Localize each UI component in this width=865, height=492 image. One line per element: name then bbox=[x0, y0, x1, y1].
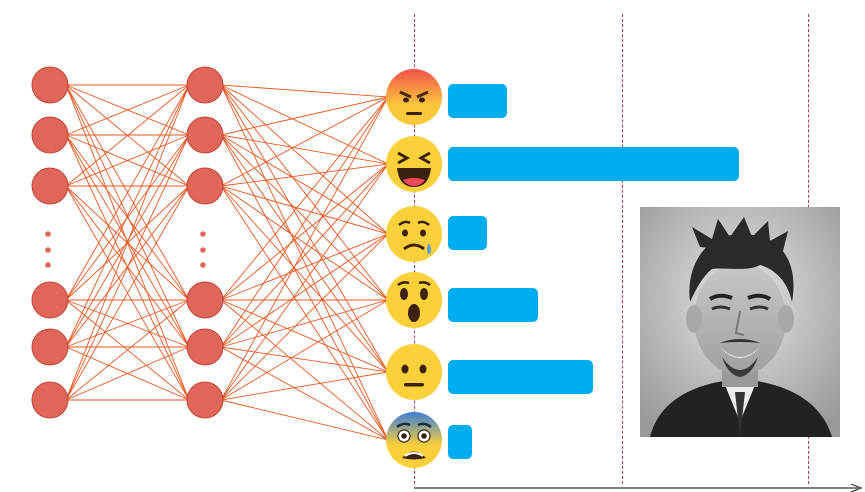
x-axis bbox=[414, 484, 863, 492]
network-edge bbox=[220, 185, 389, 301]
network-edge bbox=[220, 299, 389, 441]
network-node bbox=[186, 116, 224, 154]
network-edge bbox=[220, 233, 389, 348]
bar-laughing bbox=[448, 147, 739, 181]
neutral-face-icon bbox=[386, 344, 442, 400]
fearful-face-icon bbox=[386, 412, 442, 468]
network-edge bbox=[220, 233, 389, 301]
divider-line-2 bbox=[622, 14, 623, 484]
network-edge bbox=[220, 96, 389, 401]
network-edge bbox=[220, 84, 389, 235]
network-edge bbox=[220, 185, 389, 441]
crying-face-icon bbox=[386, 206, 442, 262]
ellipsis-dot bbox=[45, 231, 51, 237]
network-node bbox=[31, 116, 69, 154]
network-edge bbox=[220, 134, 389, 235]
network-edge bbox=[220, 163, 389, 401]
network-edge bbox=[220, 163, 389, 187]
network-edge bbox=[220, 233, 389, 401]
ellipsis-dot bbox=[45, 247, 51, 253]
network-edge bbox=[220, 346, 389, 373]
network-edge bbox=[65, 84, 190, 301]
network-edge bbox=[220, 96, 389, 136]
network-edge bbox=[65, 134, 190, 187]
bar-neutral bbox=[448, 360, 593, 394]
network-edge bbox=[220, 134, 389, 373]
network-edge bbox=[65, 299, 190, 401]
network-edge bbox=[65, 346, 190, 401]
network-edge bbox=[220, 185, 389, 235]
bar-sad bbox=[448, 216, 487, 250]
network-edge bbox=[220, 96, 389, 348]
ellipsis-dot bbox=[45, 262, 51, 268]
bar-surprised bbox=[448, 288, 538, 322]
network-edge bbox=[220, 346, 389, 441]
portrait-photo-icon bbox=[640, 207, 840, 437]
hidden-layer bbox=[186, 66, 224, 419]
ellipsis-dot bbox=[200, 247, 206, 253]
network-edge bbox=[65, 185, 190, 401]
network-edge bbox=[220, 299, 389, 373]
network-edge bbox=[220, 84, 389, 301]
network-edge bbox=[220, 185, 389, 373]
network-node bbox=[186, 281, 224, 319]
network-edge bbox=[65, 134, 190, 401]
x-axis-arrowhead-icon bbox=[850, 484, 863, 492]
network-node bbox=[31, 281, 69, 319]
network-node bbox=[31, 328, 69, 366]
network-edges bbox=[65, 84, 389, 441]
network-edge bbox=[220, 96, 389, 301]
network-edge bbox=[220, 371, 389, 401]
ellipsis-dot bbox=[200, 231, 206, 237]
network-edge bbox=[220, 163, 389, 301]
network-edge bbox=[220, 96, 389, 187]
network-edge bbox=[220, 84, 389, 165]
network-edge bbox=[65, 84, 190, 136]
network-edge bbox=[220, 134, 389, 441]
bar-angry bbox=[448, 84, 507, 118]
input-layer bbox=[31, 66, 69, 419]
network-edge bbox=[220, 84, 389, 98]
network-node bbox=[31, 381, 69, 419]
network-edge bbox=[220, 134, 389, 165]
network-edge bbox=[220, 84, 389, 441]
network-edge bbox=[220, 134, 389, 301]
network-node bbox=[186, 381, 224, 419]
laughing-face-icon bbox=[386, 136, 442, 192]
network-edge bbox=[65, 84, 190, 187]
surprised-face-icon bbox=[386, 272, 442, 328]
network-edge bbox=[220, 299, 389, 401]
network-edge bbox=[220, 299, 389, 348]
network-edge bbox=[220, 163, 389, 348]
network-edge bbox=[65, 299, 190, 348]
portrait-photo bbox=[640, 207, 840, 437]
network-edge bbox=[65, 84, 190, 348]
angry-face-icon bbox=[386, 69, 442, 125]
network-node bbox=[186, 167, 224, 205]
network-edge bbox=[65, 84, 190, 401]
network-node bbox=[186, 66, 224, 104]
network-edge bbox=[65, 134, 190, 301]
network-node bbox=[186, 328, 224, 366]
network-edge bbox=[220, 399, 389, 441]
network-node bbox=[31, 66, 69, 104]
bar-fearful bbox=[448, 425, 472, 459]
network-edge bbox=[220, 84, 389, 373]
ellipsis-dot bbox=[200, 262, 206, 268]
network-edge bbox=[65, 134, 190, 348]
network-node bbox=[31, 167, 69, 205]
